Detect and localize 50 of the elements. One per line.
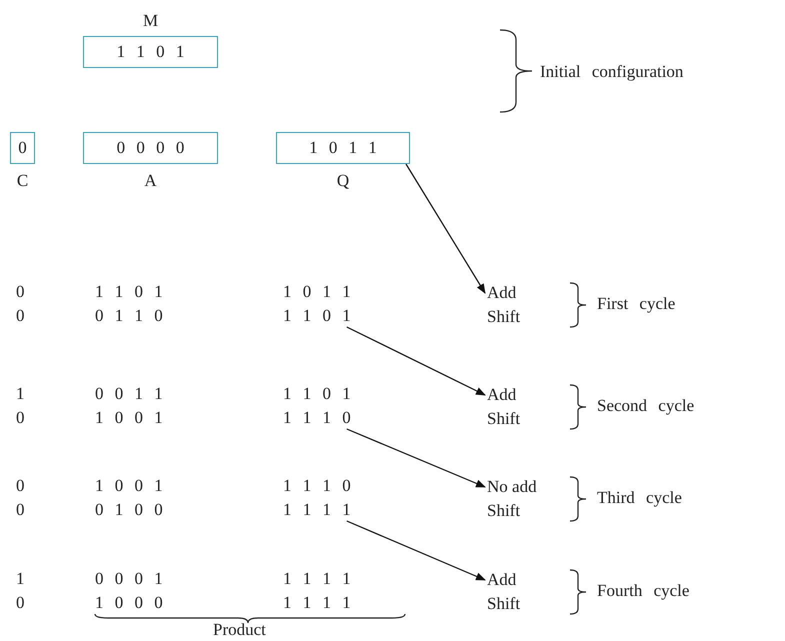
operation-label: Shift [487, 593, 520, 615]
register-bits: 1 1 0 1 [283, 383, 351, 405]
register-bits: 0 1 0 0 [95, 499, 163, 521]
register-name: Q [336, 170, 350, 192]
register-bits: 0 0 0 1 [95, 568, 163, 590]
register-bits: 1 1 1 1 [283, 568, 351, 590]
register-bits: 1 1 1 0 [283, 407, 351, 429]
register-value: 1 0 1 1 [276, 132, 410, 164]
arrow [346, 326, 486, 396]
register-name: C [16, 170, 30, 192]
brace-label: First cycle [597, 293, 676, 315]
arrow [346, 428, 486, 488]
operation-label: Add [487, 569, 518, 591]
operation-label: Shift [487, 500, 522, 522]
register-bits: 0 0 1 1 [95, 383, 163, 405]
register-value: 1 1 0 1 [83, 36, 218, 68]
brace-label: Fourth cycle [597, 580, 690, 602]
register-bits: 0 [16, 475, 24, 497]
register-bits: 0 1 1 0 [95, 305, 163, 327]
arrow [405, 164, 486, 294]
register-bits: 1 [16, 568, 24, 590]
register-name: A [143, 170, 158, 192]
operation-label: Shift [487, 306, 520, 328]
register-value: 0 [10, 132, 35, 164]
register-bits: 0 [16, 305, 24, 327]
register-bits: 1 0 0 1 [95, 407, 163, 429]
register-bits: 1 [16, 383, 24, 405]
register-name: M [142, 10, 160, 32]
register-bits: 1 1 0 1 [95, 281, 163, 303]
brace-label: Third cycle [597, 487, 682, 509]
operation-label: Shift [487, 408, 520, 430]
operation-label: Add [487, 384, 518, 406]
brace-label: Initial configuration [540, 61, 684, 83]
brace-label: Second cycle [597, 395, 694, 417]
register-bits: 1 1 1 1 [283, 499, 351, 521]
register-bits: 1 0 0 0 [95, 592, 163, 614]
brace-label: Product [213, 619, 266, 641]
operation-label: No add [487, 476, 537, 498]
register-value: 0 0 0 0 [83, 132, 218, 164]
register-bits: 1 1 0 1 [283, 305, 351, 327]
operation-label: Add [487, 282, 518, 304]
register-bits: 0 [16, 281, 24, 303]
register-bits: 1 1 1 0 [283, 475, 351, 497]
register-bits: 1 1 1 1 [283, 592, 351, 614]
register-bits: 1 0 1 1 [283, 281, 351, 303]
register-bits: 0 [16, 407, 24, 429]
register-bits: 0 [16, 592, 24, 614]
register-bits: 0 [16, 499, 24, 521]
register-bits: 1 0 0 1 [95, 475, 163, 497]
arrow [346, 520, 486, 581]
